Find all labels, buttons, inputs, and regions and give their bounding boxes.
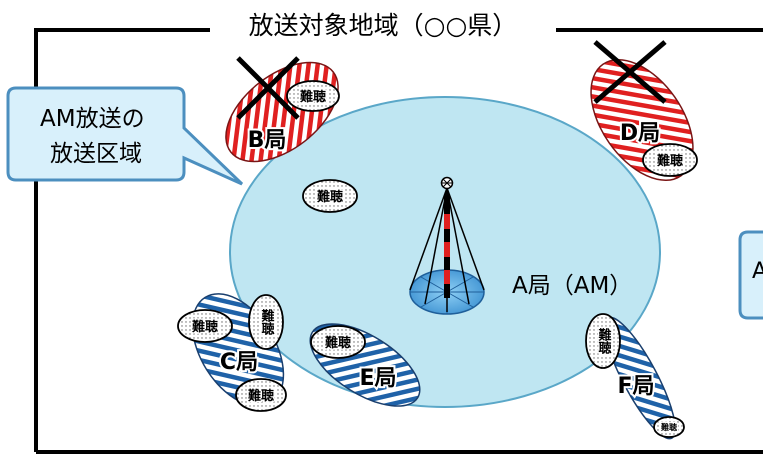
difficult-reception-label: 難聴 bbox=[248, 388, 274, 404]
difficult-reception-label: 難聴 bbox=[325, 335, 351, 351]
region-title: 放送対象地域（○○県） bbox=[249, 11, 518, 40]
station-e-label: E局 bbox=[359, 366, 396, 391]
station-a-label: A局（AM） bbox=[512, 273, 632, 299]
difficult-reception-label: 難聴 bbox=[657, 153, 683, 169]
right-callout-text: A bbox=[752, 259, 763, 284]
difficult-reception-label: 難聴 bbox=[596, 327, 612, 355]
difficult-reception-label: 難聴 bbox=[317, 189, 343, 205]
difficult-reception-marker: 難聴 bbox=[177, 309, 233, 343]
difficult-reception-marker: 難聴 bbox=[310, 325, 366, 359]
am-area-callout-text: AM放送の 放送区域 bbox=[40, 106, 152, 167]
difficult-reception-label: 難聴 bbox=[661, 422, 677, 432]
difficult-reception-marker: 難聴 bbox=[302, 179, 358, 213]
difficult-reception-marker: 難聴 bbox=[286, 80, 340, 112]
am-area-callout-shape bbox=[6, 86, 244, 186]
difficult-reception-marker: 難聴 bbox=[248, 294, 284, 350]
station-f-label: F局 bbox=[617, 374, 654, 399]
difficult-reception-label: 難聴 bbox=[300, 89, 326, 105]
difficult-reception-label: 難聴 bbox=[259, 308, 275, 336]
right-callout-shape bbox=[738, 230, 763, 320]
difficult-reception-marker: 難聴 bbox=[642, 143, 698, 177]
difficult-reception-marker: 難聴 bbox=[653, 416, 685, 438]
difficult-reception-label: 難聴 bbox=[192, 319, 218, 335]
station-c-label: C局 bbox=[220, 350, 258, 375]
difficult-reception-markers: 難聴難聴難聴難聴難聴難聴難聴難聴難聴 bbox=[177, 80, 698, 438]
difficult-reception-marker: 難聴 bbox=[585, 313, 621, 369]
am-transmitter-tower-icon bbox=[409, 176, 485, 315]
station-d-label: D局 bbox=[620, 121, 660, 146]
station-b-label: B局 bbox=[248, 128, 287, 153]
difficult-reception-marker: 難聴 bbox=[235, 378, 287, 412]
